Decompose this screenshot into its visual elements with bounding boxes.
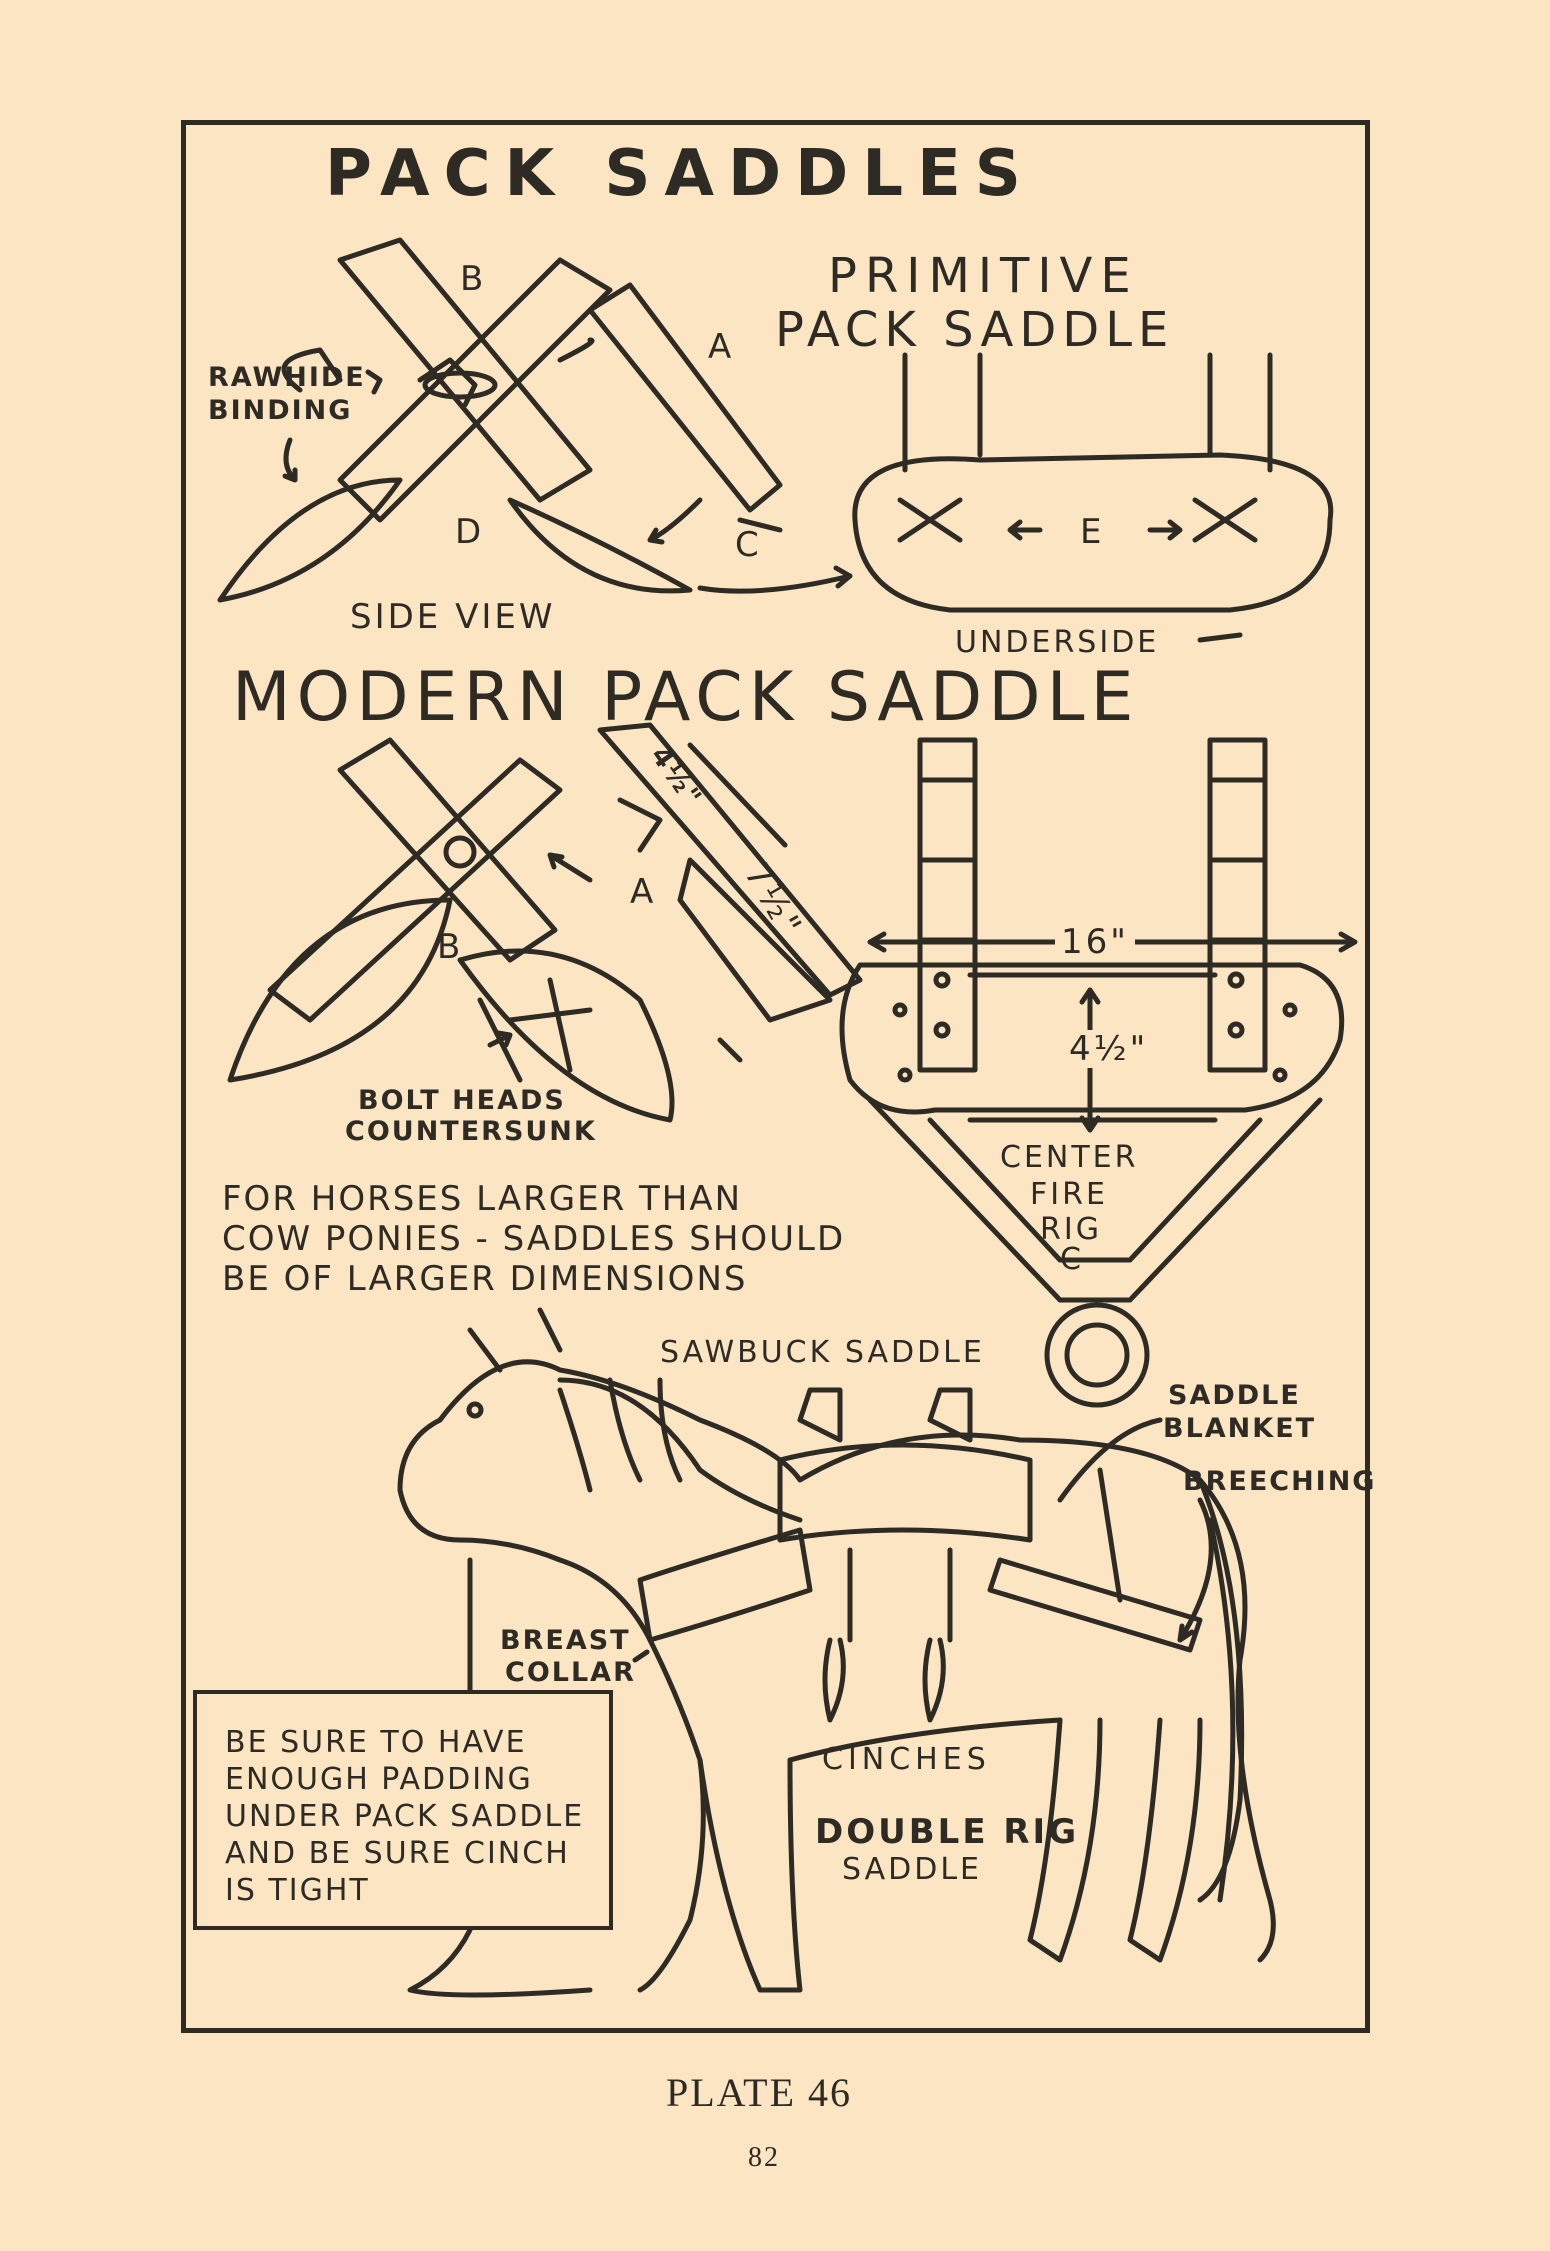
- label-blanket-line1: SADDLE: [1168, 1380, 1301, 1411]
- label-b-modern: B: [437, 927, 464, 967]
- label-underside: UNDERSIDE: [955, 625, 1160, 660]
- label-cinches: CINCHES: [822, 1742, 991, 1777]
- primitive-heading-line2: PACK SADDLE: [775, 302, 1175, 358]
- note-line1: FOR HORSES LARGER THAN: [222, 1179, 743, 1219]
- label-center-line3: RIG: [1040, 1212, 1102, 1247]
- label-e-primitive: E: [1080, 512, 1105, 552]
- note-line3: BE OF LARGER DIMENSIONS: [222, 1259, 748, 1299]
- label-breast-line1: BREAST: [500, 1625, 631, 1656]
- label-bolt-line1: BOLT HEADS: [358, 1085, 566, 1116]
- label-a-modern: A: [630, 872, 657, 912]
- label-a-primitive: A: [708, 327, 735, 367]
- modern-heading: MODERN PACK SADDLE: [232, 658, 1140, 737]
- label-c-primitive: C: [735, 525, 762, 565]
- note-line2: COW PONIES - SADDLES SHOULD: [222, 1219, 846, 1259]
- label-d-primitive: D: [455, 512, 485, 552]
- center-fire-rig-drawing: [839, 737, 1358, 1408]
- box-line3: UNDER PACK SADDLE: [225, 1799, 585, 1834]
- label-double-rig-line2: SADDLE: [842, 1852, 982, 1887]
- page-number: 82: [748, 2142, 780, 2173]
- label-sawbuck: SAWBUCK SADDLE: [660, 1335, 985, 1370]
- label-breeching: BREECHING: [1183, 1466, 1377, 1497]
- label-rawhide-line2: BINDING: [208, 395, 353, 426]
- label-blanket-line2: BLANKET: [1163, 1413, 1317, 1444]
- horse-drawing: [397, 1307, 1276, 1998]
- dim-4half-rig: 4½": [1065, 1030, 1153, 1068]
- box-line4: AND BE SURE CINCH: [225, 1836, 570, 1871]
- label-center-line1: CENTER: [1000, 1140, 1139, 1175]
- plate-caption: PLATE 46: [666, 2070, 852, 2115]
- primitive-side-view-drawing: [217, 237, 853, 603]
- plate-border: [181, 120, 1370, 2033]
- label-b-primitive: B: [460, 259, 487, 299]
- dim-16: 16": [1055, 925, 1135, 959]
- box-line5: IS TIGHT: [225, 1873, 370, 1908]
- label-rawhide-line1: RAWHIDE: [208, 362, 366, 393]
- label-center-line2: FIRE: [1030, 1177, 1108, 1212]
- box-line1: BE SURE TO HAVE: [225, 1725, 527, 1760]
- label-breast-line2: COLLAR: [505, 1657, 636, 1688]
- label-double-rig-line1: DOUBLE RIG: [815, 1812, 1080, 1852]
- padding-note-box: [193, 1690, 613, 1930]
- plate-title: PACK SADDLES: [325, 137, 1035, 211]
- label-bolt-line2: COUNTERSUNK: [345, 1116, 597, 1147]
- box-line2: ENOUGH PADDING: [225, 1762, 533, 1797]
- modern-side-view-drawing: [227, 722, 863, 1123]
- label-side-view: SIDE VIEW: [350, 597, 556, 637]
- label-c-modern: C: [1060, 1242, 1084, 1277]
- primitive-underside-drawing: [852, 352, 1334, 643]
- primitive-heading-line1: PRIMITIVE: [828, 248, 1139, 304]
